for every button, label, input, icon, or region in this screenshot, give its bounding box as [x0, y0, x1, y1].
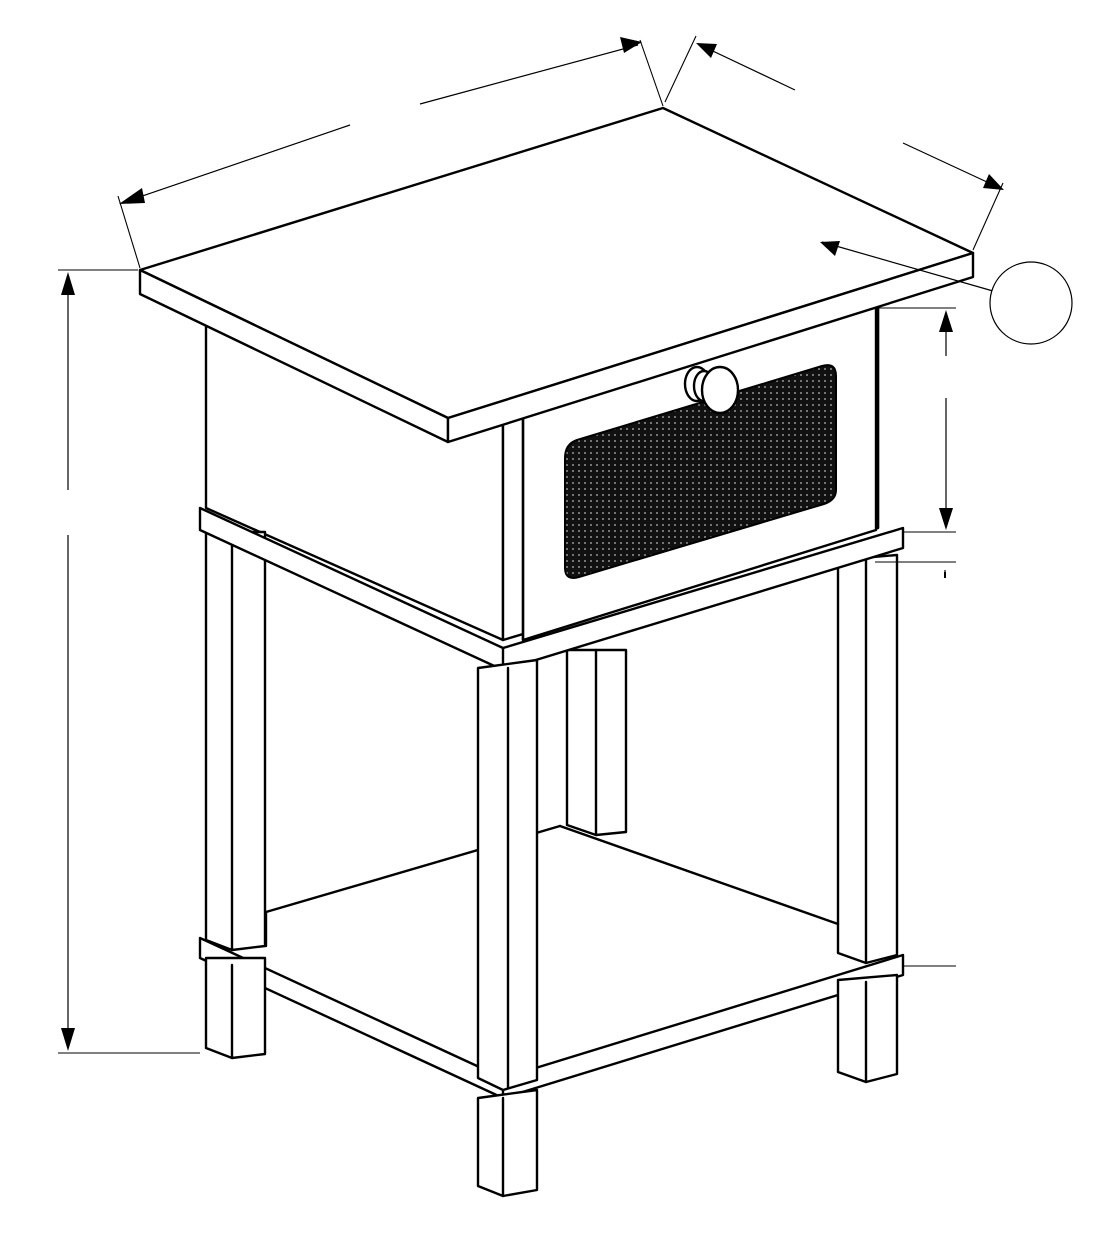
lower-shelf [198, 824, 905, 1100]
callout-top-thickness [820, 241, 1073, 345]
front-corner-leg [476, 658, 539, 1198]
dimension-total-height [58, 269, 200, 1054]
lower-leg-right [836, 973, 899, 1084]
back-leg-right [836, 553, 899, 965]
back-leg-left [565, 648, 628, 837]
lower-leg-left [204, 956, 267, 1060]
front-left-leg [204, 530, 267, 952]
dimension-drawer-height [878, 307, 956, 533]
tabletop [138, 106, 975, 444]
dimension-top-depth [664, 35, 1004, 251]
drawer-knob [683, 365, 740, 415]
cane-panel [564, 364, 837, 579]
dimension-top-width [117, 37, 664, 269]
table-illustration [138, 106, 975, 1198]
dimension-shelf-height [875, 561, 956, 967]
